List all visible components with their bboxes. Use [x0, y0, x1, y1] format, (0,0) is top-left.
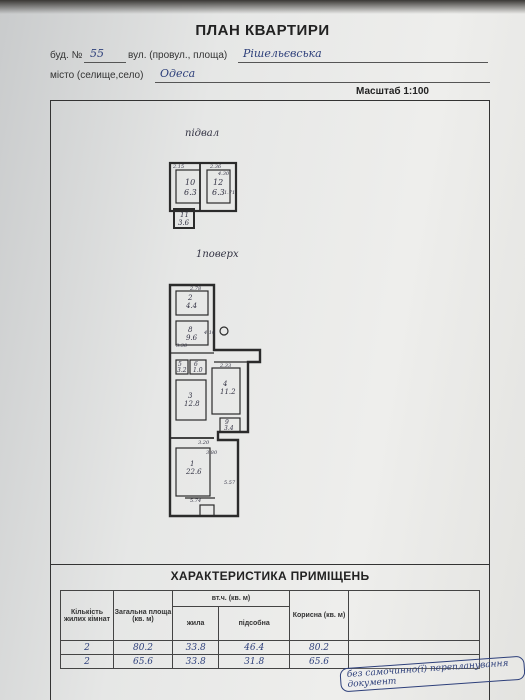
header-incl-group: вт.ч. (кв. м) — [172, 590, 290, 607]
header-useful-area: Корисна (кв. м) — [289, 590, 349, 641]
dimension-label: 3.30 — [176, 343, 188, 349]
room-1-outline — [175, 447, 211, 497]
cell-useful: 65.6 — [289, 654, 349, 669]
table-row: 2 65.6 33.8 31.8 65.6 — [60, 654, 480, 669]
header-total-area: Загальна площа (кв. м) — [113, 590, 173, 641]
floor-label: 1поверх — [196, 249, 239, 260]
scale-label: Масштаб 1:100 — [356, 86, 429, 97]
cell-aux: 46.4 — [218, 640, 290, 655]
room-label: 3 — [188, 392, 193, 400]
room-area: 3.4 — [224, 425, 234, 432]
room-8-outline — [175, 320, 209, 346]
building-number: 55 — [90, 47, 104, 60]
basement-room-12 — [206, 169, 231, 204]
room-area: 6.3 — [212, 188, 225, 197]
room-label: 11 — [180, 211, 189, 219]
dimension-label: 5.57 — [224, 480, 236, 486]
room-label: 1 — [190, 460, 195, 468]
room-9-outline — [219, 417, 241, 433]
cell-living: 33.8 — [171, 640, 220, 655]
header-notes — [348, 590, 480, 641]
room-3-outline — [175, 379, 207, 421]
basement-room-11 — [173, 208, 195, 229]
room-label: 6 — [194, 361, 198, 368]
dimension-label: 2.36 — [210, 164, 222, 170]
cell-aux: 31.8 — [218, 654, 290, 669]
city-label: місто (селище,село) — [50, 70, 144, 81]
characteristics-section: ХАРАКТЕРИСТИКА ПРИМІЩЕНЬ — [50, 565, 490, 700]
room-area: 22.6 — [186, 468, 202, 476]
characteristics-table: Кількість жилих кімнат Загальна площа (к… — [60, 590, 480, 669]
building-label: буд. № — [50, 50, 83, 61]
street-label: вул. (провул., площа) — [128, 50, 228, 61]
city-value: Одеса — [160, 67, 196, 80]
header-rooms-count: Кількість жилих кімнат — [60, 590, 114, 641]
dimension-label: 3.20 — [198, 440, 210, 446]
basement-label: підвал — [185, 128, 220, 139]
room-area: 9.6 — [186, 334, 198, 342]
street-underline — [238, 62, 488, 63]
room-label: 8 — [188, 326, 193, 334]
street-value: Рішельєвська — [243, 47, 322, 60]
room-area: 6.3 — [184, 188, 197, 197]
room-label: 10 — [185, 178, 196, 187]
room-4-outline — [211, 367, 241, 415]
basement-plan — [168, 161, 238, 229]
room-area: 4.4 — [186, 302, 198, 310]
room-area: 3.2 — [177, 367, 187, 374]
dimension-label: 2.33 — [220, 363, 232, 369]
table-row: 2 80.2 33.8 46.4 80.2 — [60, 640, 480, 655]
plan-frame — [50, 100, 490, 565]
cell-note — [348, 640, 480, 655]
room-area: 3.6 — [178, 219, 190, 227]
dimension-label: 4.10 — [204, 330, 216, 336]
city-underline — [155, 82, 490, 83]
cell-rooms: 2 — [60, 640, 114, 655]
room-area: 1.0 — [193, 367, 203, 374]
dimension-label: 5.74 — [190, 498, 202, 504]
cell-note — [348, 654, 480, 669]
header-living: жила — [171, 606, 220, 641]
dimension-label: 2.78 — [190, 286, 202, 292]
header-auxiliary: підсобна — [218, 606, 290, 641]
characteristics-title: ХАРАКТЕРИСТИКА ПРИМІЩЕНЬ — [170, 569, 370, 583]
cell-total: 65.6 — [113, 654, 173, 669]
dimension-label: 1.71 — [224, 190, 236, 196]
dimension-label: 3.80 — [206, 450, 218, 456]
dimension-label: 4.30 — [218, 171, 230, 177]
room-2-outline — [175, 290, 209, 316]
stair-marker — [219, 326, 229, 336]
room-label: 2 — [188, 294, 193, 302]
room-label: 5 — [178, 361, 182, 368]
entrance-steps — [199, 504, 215, 517]
room-6-outline — [189, 359, 207, 375]
cell-living: 33.8 — [171, 654, 220, 669]
room-label: 4 — [223, 380, 228, 388]
floor-outline — [168, 283, 262, 518]
room-5-outline — [175, 359, 189, 375]
building-underline — [84, 62, 126, 63]
cell-useful: 80.2 — [289, 640, 349, 655]
document-title: ПЛАН КВАРТИРИ — [195, 22, 330, 39]
dimension-label: 2.15 — [173, 164, 185, 170]
room-label: 9 — [225, 419, 229, 426]
room-area: 12.8 — [184, 400, 200, 408]
basement-outline — [168, 161, 238, 213]
cell-total: 80.2 — [113, 640, 173, 655]
room-area: 11.2 — [220, 388, 236, 396]
cell-rooms: 2 — [60, 654, 114, 669]
room-label: 12 — [213, 178, 224, 187]
top-shadow — [0, 0, 525, 14]
first-floor-plan — [168, 283, 262, 518]
